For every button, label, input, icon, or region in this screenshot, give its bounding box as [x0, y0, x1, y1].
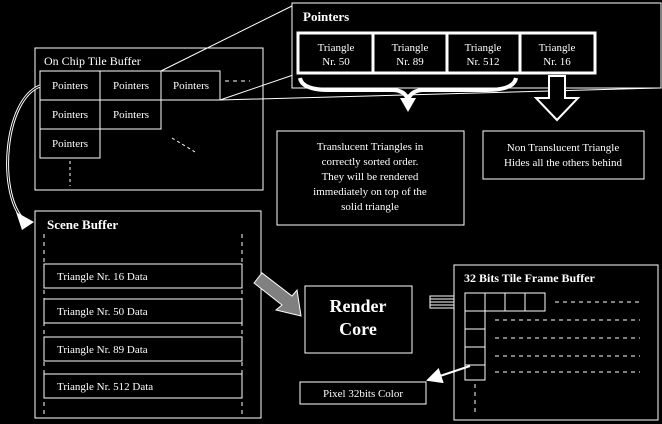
tile-cell: Pointers: [52, 80, 88, 92]
render-core-box: Render Core: [304, 285, 413, 354]
frame-buffer-title: 32 Bits Tile Frame Buffer: [464, 271, 596, 285]
hollow-down-arrow-icon: [533, 75, 581, 122]
translucent-note-line: correctly sorted order.: [322, 156, 419, 168]
pixel-color-text: Pixel 32bits Color: [323, 388, 403, 400]
tile-cell: Pointers: [113, 109, 149, 121]
scene-item: Triangle Nr. 50 Data: [57, 306, 148, 318]
scene-item: Triangle Nr. 16 Data: [57, 271, 148, 283]
pixel-arrow-icon: [426, 365, 471, 384]
tile-cell: Pointers: [52, 138, 88, 150]
pointer-triangle-number: Nr. 89: [396, 56, 424, 68]
scene-item: Triangle Nr. 512 Data: [57, 381, 153, 393]
render-core-label: Render: [330, 296, 387, 316]
gray-arrow-icon: [253, 272, 302, 317]
pointers-panel: Pointers Triangle Nr. 50 Triangle Nr. 89…: [291, 2, 662, 89]
pointer-triangle-number: Nr. 16: [543, 56, 571, 68]
pixel-color-label: Pixel 32bits Color: [299, 381, 427, 405]
tile-buffer-title: On Chip Tile Buffer: [44, 54, 141, 68]
pointers-panel-title: Pointers: [303, 9, 349, 24]
translucent-note-line: immediately on top of the: [313, 186, 427, 198]
non-translucent-note-line: Hides all the others behind: [504, 157, 622, 169]
tile-buffer-panel: On Chip Tile Buffer Pointers Pointers Po…: [34, 47, 264, 191]
translucent-note: Translucent Triangles in correctly sorte…: [276, 130, 465, 226]
pointer-triangle-label: Triangle: [465, 42, 502, 54]
scene-buffer-panel: Scene Buffer Triangle Nr. 16 Data Triang…: [34, 210, 262, 419]
render-core-label: Core: [339, 319, 377, 339]
translucent-note-line: solid triangle: [341, 201, 399, 213]
pointer-triangle-label: Triangle: [318, 42, 355, 54]
translucent-note-line: They will be rendered: [322, 171, 419, 183]
pointer-triangle-label: Triangle: [392, 42, 429, 54]
scene-buffer-title: Scene Buffer: [47, 217, 118, 232]
translucent-note-line: Translucent Triangles in: [317, 141, 424, 153]
curved-arrow-icon: [6, 84, 41, 230]
frame-buffer-panel: 32 Bits Tile Frame Buffer: [453, 264, 659, 421]
scene-item: Triangle Nr. 89 Data: [57, 344, 148, 356]
pointer-triangle-label: Triangle: [539, 42, 576, 54]
zoom-connector-lines: [160, 3, 661, 101]
non-translucent-note-line: Non Translucent Triangle: [507, 142, 620, 154]
brace-arrow-icon: [400, 98, 416, 112]
tile-cell: Pointers: [52, 109, 88, 121]
tile-cell: Pointers: [113, 80, 149, 92]
pointer-triangle-number: Nr. 512: [467, 56, 500, 68]
non-translucent-note: Non Translucent Triangle Hides all the o…: [482, 130, 645, 180]
pointer-triangle-number: Nr. 50: [322, 56, 350, 68]
tile-cell: Pointers: [173, 80, 209, 92]
tile-continuation-dashes: [171, 137, 196, 153]
